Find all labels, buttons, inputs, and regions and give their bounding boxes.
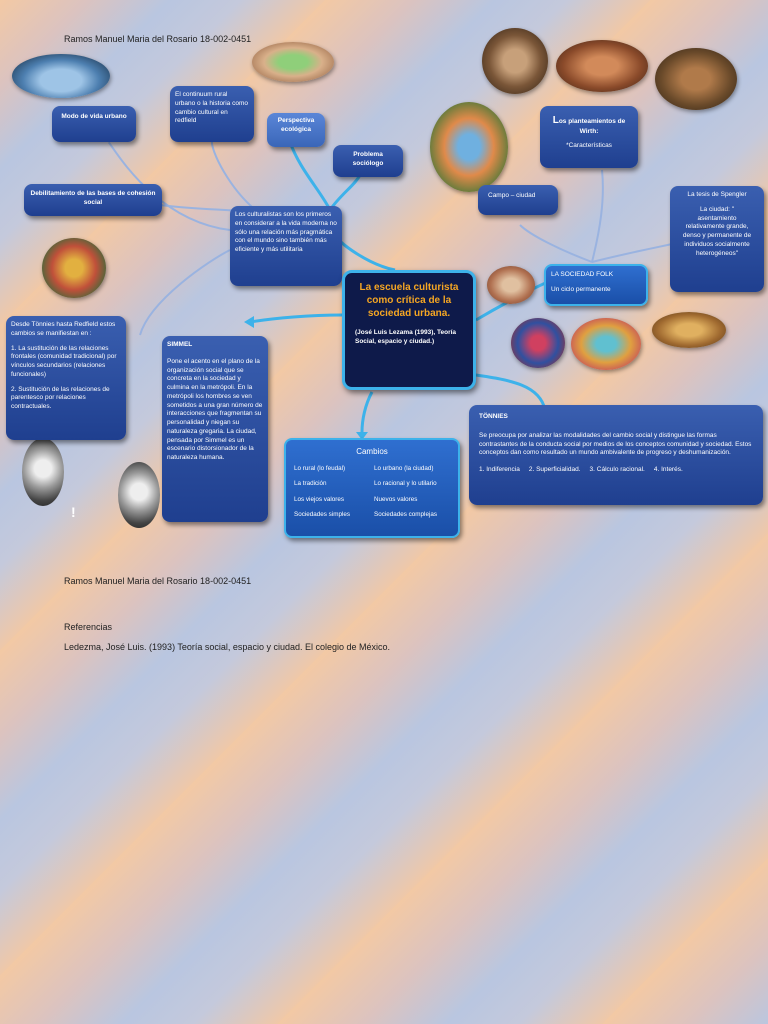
folk-scene-photo-1 <box>487 266 535 304</box>
simmel-body: Pone el acento en el plano de la organiz… <box>167 357 263 462</box>
countryside-painting-photo <box>430 102 508 192</box>
node-continuum: El continuum rural urbano o la historia … <box>170 86 254 142</box>
node-tonnies: TÖNNIES Se preocupa por analizar las mod… <box>469 405 763 505</box>
cambios-left: Lo rural (lo feudal) <box>294 464 346 472</box>
cambios-row: Lo rural (lo feudal) Lo urbano (la ciudad… <box>294 465 450 474</box>
globe-hands-photo <box>252 42 334 82</box>
node-modo-vida-urbano: Modo de vida urbano <box>52 106 136 142</box>
author-header: Ramos Manuel Maria del Rosario 18-002-04… <box>64 34 252 44</box>
node-simmel: SIMMEL Pone el acento en el plano de la … <box>162 336 268 522</box>
wirth-title: os planteamientos de Wirth: <box>558 118 626 135</box>
folk-festival-photo <box>42 238 106 298</box>
node-cambios: Cambios Lo rural (lo feudal) Lo urbano (l… <box>284 438 460 538</box>
node-spengler: La tesis de Spengler La ciudad: " asenta… <box>670 186 764 292</box>
cambios-title: Cambios <box>356 447 388 456</box>
cambios-right: Lo racional y lo utilario <box>374 480 437 488</box>
folk-title: LA SOCIEDAD FOLK <box>551 271 614 278</box>
rural-community-photo-3 <box>655 48 737 110</box>
tr-point-1: 1. La sustitución de las relaciones fron… <box>11 344 117 378</box>
tonnies-list: 1. Indiferencia 2. Superficialidad. 3. C… <box>479 466 683 474</box>
tr-intro: Desde Tönnies hasta Redfield estos cambi… <box>11 321 116 337</box>
cambios-right: Sociedades complejas <box>374 511 438 519</box>
rural-community-photo-1 <box>482 28 548 94</box>
simmel-title: SIMMEL <box>167 341 193 348</box>
exclamation-mark: ! <box>71 504 76 520</box>
cambios-right: Nuevos valores <box>374 495 418 503</box>
central-subtitle: (José Luis Lezama (1993), Teoría Social,… <box>355 329 457 346</box>
tonnies-body: Se preocupa por analizar las modalidades… <box>479 431 752 457</box>
tr-point-2: 2. Sustitución de las relaciones de pare… <box>11 385 110 411</box>
central-title: La escuela culturista como crítica de la… <box>359 282 459 319</box>
node-sociedad-folk: LA SOCIEDAD FOLK Un ciclo permanente <box>544 264 648 306</box>
lower-author: Ramos Manuel Maria del Rosario 18-002-04… <box>64 576 252 586</box>
cambios-left: Los viejos valores <box>294 495 345 503</box>
wirth-initial: L <box>552 115 559 126</box>
node-campo-ciudad: Campo – ciudad <box>478 185 558 215</box>
tonnies-title: TÖNNIES <box>479 413 508 420</box>
folk-scene-photo-4 <box>652 312 726 348</box>
cambios-row: La tradición Lo racional y lo utilario <box>294 480 450 489</box>
folk-scene-photo-2 <box>511 318 565 368</box>
cambios-row: Los viejos valores Nuevos valores <box>294 496 450 505</box>
wirth-sub: *Características <box>566 142 612 150</box>
cambios-row: Sociedades simples Sociedades complejas <box>294 511 450 520</box>
rural-community-photo-2 <box>556 40 648 92</box>
central-title-node: La escuela culturista como crítica de la… <box>342 270 476 390</box>
folk-body: Un ciclo permanente <box>551 285 611 293</box>
tonnies-portrait <box>22 438 64 506</box>
cambios-right: Lo urbano (la ciudad) <box>374 464 434 472</box>
simmel-portrait <box>118 462 160 528</box>
cambios-left: Sociedades simples <box>294 511 351 519</box>
node-wirth: Los planteamientos de Wirth: *Caracterís… <box>540 106 638 168</box>
cambios-left: La tradición <box>294 480 327 488</box>
node-culturalistas: Los culturalistas son los primeros en co… <box>230 206 342 286</box>
reference-entry: Ledezma, José Luis. (1993) Teoría social… <box>64 642 391 652</box>
node-perspectiva-ecologica: Perspectiva ecológica <box>267 113 325 147</box>
folk-scene-photo-3 <box>571 318 641 370</box>
spengler-title: La tesis de Spengler <box>687 191 747 198</box>
city-skyline-photo <box>12 54 110 98</box>
node-tonnies-redfield: Desde Tönnies hasta Redfield estos cambi… <box>6 316 126 440</box>
node-problema-sociologo: Problema sociólogo <box>333 145 403 177</box>
references-heading: Referencias <box>64 622 113 632</box>
spengler-body: La ciudad: " asentamiento relativamente … <box>682 205 752 257</box>
node-debilitamiento: Debilitamiento de las bases de cohesión … <box>24 184 162 216</box>
